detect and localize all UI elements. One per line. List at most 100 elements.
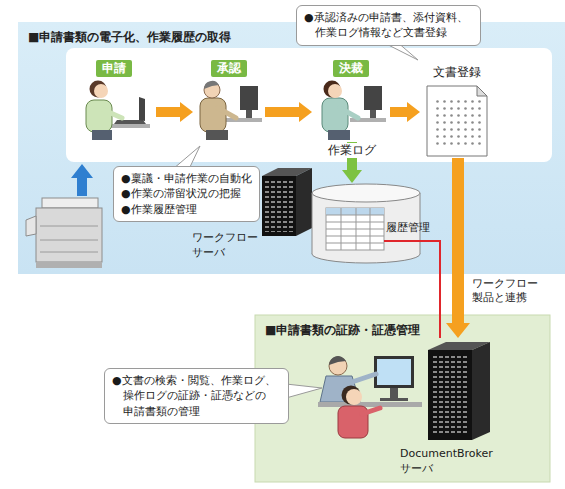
flow-arrow bbox=[156, 102, 193, 122]
edge-label: ワークフロー 製品と連携 bbox=[470, 277, 546, 306]
office-workers-illustration bbox=[329, 357, 347, 375]
log-table bbox=[326, 243, 384, 244]
callout-pointer bbox=[286, 384, 322, 398]
log-arrow-head bbox=[342, 170, 362, 183]
office-workers-illustration bbox=[318, 356, 422, 438]
applicant-figure bbox=[86, 100, 112, 132]
role-station: 決裁 bbox=[312, 58, 390, 142]
callout-box: ●文書の検索・閲覧、作業ログ、 操作ログの証跡・証憑などの 申請書類の管理 bbox=[104, 368, 289, 424]
callout-text: ●承認済みの申請書、添付資料、 作業ログ情報など文書登録 bbox=[304, 10, 473, 41]
server-icon bbox=[262, 168, 312, 236]
link-line bbox=[432, 241, 440, 338]
role-station: 申請 bbox=[72, 58, 156, 142]
panel-title: ■申請書類の証跡・証憑管理 bbox=[265, 322, 420, 339]
server-label: DocumentBroker サーバ bbox=[400, 447, 500, 476]
log-table bbox=[326, 236, 384, 237]
copier-illustration bbox=[26, 198, 102, 268]
panel-title: ■申請書類の電子化、作業履歴の取得 bbox=[28, 29, 231, 46]
history-link-stub bbox=[384, 240, 433, 242]
server-icon bbox=[472, 342, 490, 440]
server-icon bbox=[296, 168, 312, 236]
office-workers-illustration bbox=[390, 388, 398, 398]
callout-text: ●作業の滞留状況の把握 bbox=[121, 186, 252, 201]
work-area bbox=[66, 48, 552, 162]
copier-illustration bbox=[40, 240, 98, 241]
flow-arrow bbox=[446, 158, 470, 338]
server-node: ワークフロー サーバ bbox=[190, 166, 314, 262]
flow-arrow-head bbox=[446, 323, 470, 338]
office-workers-illustration bbox=[318, 402, 422, 407]
document-icon bbox=[427, 86, 487, 156]
work-area bbox=[66, 48, 552, 162]
db-label: 履歴管理 bbox=[386, 221, 430, 235]
scan-arrow bbox=[71, 164, 93, 196]
flow-arrow-line bbox=[265, 107, 300, 117]
flow-arrow bbox=[390, 102, 420, 122]
callout-box: ●稟議・申請作業の自動化●作業の滞留状況の把握●作業履歴管理 bbox=[113, 166, 260, 222]
office-workers-illustration bbox=[362, 408, 380, 414]
role-tag: 申請 bbox=[96, 60, 132, 77]
approver-figure bbox=[200, 81, 262, 140]
role-tag: 承認 bbox=[211, 60, 247, 77]
callout-text: ●稟議・申請作業の自動化 bbox=[121, 171, 252, 186]
applicant-figure bbox=[94, 84, 108, 98]
approver-figure bbox=[200, 98, 226, 132]
region-panel: ■申請書類の証跡・証憑管理 DocumentBroker サーバ bbox=[255, 315, 550, 482]
panel-ground bbox=[255, 315, 550, 482]
flow-arrow-line bbox=[156, 107, 181, 117]
panel-ground bbox=[18, 22, 565, 274]
panel-ground bbox=[18, 22, 565, 274]
copier-illustration bbox=[40, 252, 98, 253]
server-node: DocumentBroker サーバ bbox=[398, 338, 502, 478]
server-icon bbox=[262, 176, 296, 236]
office-workers-illustration bbox=[338, 406, 368, 438]
copier-illustration bbox=[26, 216, 36, 236]
log-table bbox=[356, 208, 357, 250]
server-icon bbox=[428, 342, 490, 440]
applicant-figure bbox=[86, 81, 150, 141]
document-icon bbox=[427, 86, 487, 156]
callout-text: ●作業履歴管理 bbox=[121, 202, 252, 217]
server-label: ワークフロー サーバ bbox=[192, 231, 262, 260]
server-icon bbox=[428, 350, 472, 440]
callout-box: ●承認済みの申請書、添付資料、 作業ログ情報など文書登録 bbox=[296, 5, 481, 46]
office-workers-illustration bbox=[329, 356, 346, 365]
database-node: 履歴管理 bbox=[312, 183, 432, 263]
flow-arrow-head bbox=[407, 102, 420, 122]
office-workers-illustration bbox=[346, 374, 376, 384]
database-cylinder bbox=[312, 184, 420, 202]
server-icon bbox=[265, 180, 293, 232]
role-station: 承認 bbox=[193, 58, 265, 142]
approver-figure bbox=[240, 86, 258, 110]
flow-arrow-line bbox=[390, 107, 408, 117]
server-icon bbox=[431, 354, 469, 436]
decider-figure bbox=[364, 86, 382, 110]
log-table bbox=[326, 215, 384, 216]
applicant-figure bbox=[104, 110, 122, 118]
decider-figure bbox=[340, 108, 358, 118]
applicant-figure bbox=[139, 97, 145, 121]
history-link-stub bbox=[384, 241, 433, 242]
log-table bbox=[326, 208, 384, 215]
flow-arrow-head bbox=[299, 102, 312, 122]
database-cylinder bbox=[312, 193, 313, 254]
applicant-figure bbox=[114, 120, 146, 124]
office-workers-illustration bbox=[377, 359, 411, 385]
office-workers-illustration bbox=[374, 356, 414, 388]
document-node: 文書登録 bbox=[420, 64, 494, 158]
office-workers-illustration bbox=[380, 398, 408, 401]
region-panel: ■申請書類の電子化、作業履歴の取得申請承認決裁文書登録●稟議・申請作業の自動化●… bbox=[18, 22, 565, 274]
log-table bbox=[341, 208, 342, 250]
copier-illustration bbox=[42, 198, 98, 208]
document-icon bbox=[433, 100, 482, 149]
document-label: 文書登録 bbox=[433, 64, 481, 80]
log-table bbox=[326, 229, 384, 230]
log-table bbox=[370, 208, 371, 250]
document-icon bbox=[477, 86, 487, 96]
panel-ground bbox=[255, 315, 550, 482]
decider-figure bbox=[322, 98, 348, 132]
log-table bbox=[326, 222, 384, 223]
link-line-line bbox=[432, 241, 440, 338]
approver-figure bbox=[204, 81, 219, 89]
